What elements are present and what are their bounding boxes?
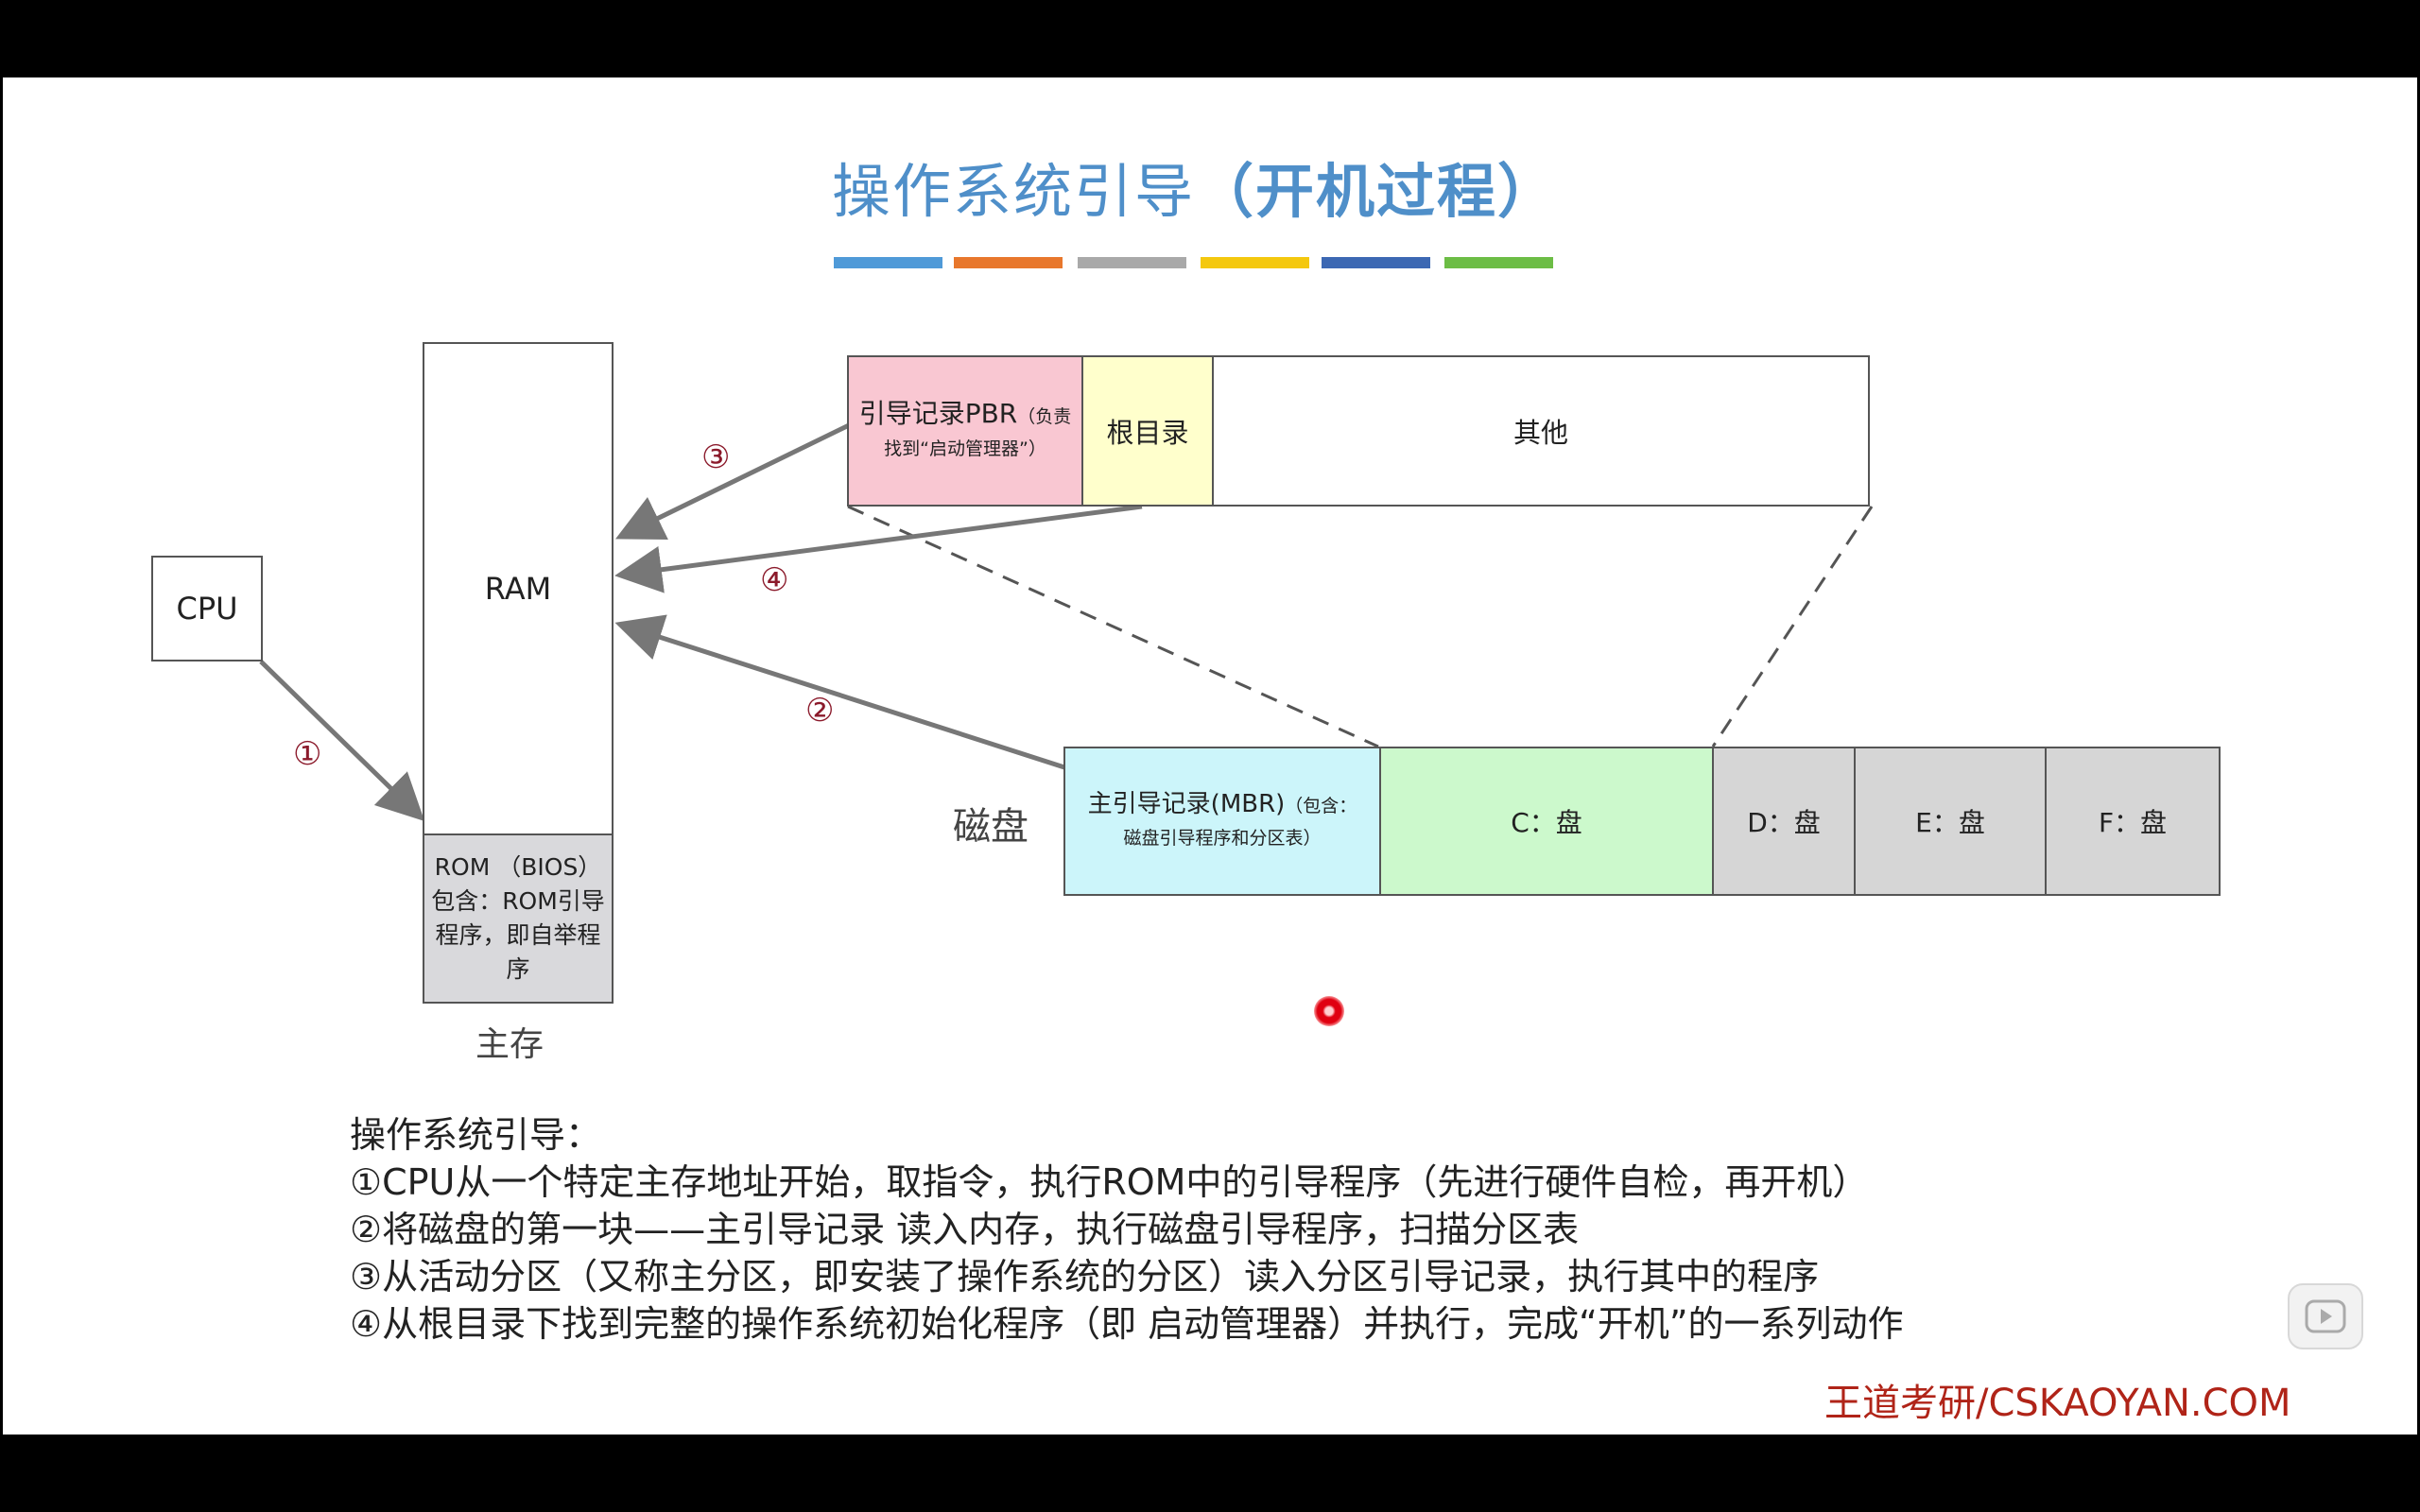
dashed-line-left (847, 505, 1379, 748)
arrow-1 (259, 660, 425, 821)
explanation-line-2: ②将磁盘的第一块——主引导记录 读入内存，执行磁盘引导程序，扫描分区表 (350, 1209, 1580, 1250)
arrow-3 (615, 422, 851, 540)
partition-c: C：盘 (1379, 747, 1714, 896)
partition-e: E：盘 (1854, 747, 2047, 896)
rom-line-2: 包含：ROM引导 (431, 887, 605, 915)
explanation-heading: 操作系统引导： (350, 1114, 602, 1156)
pbr-box: 引导记录PBR（负责 找到“启动管理器”） (847, 355, 1083, 507)
pbr-note-2: 找到“启动管理器”） (884, 438, 1046, 459)
color-bar-4 (1201, 257, 1309, 268)
title-normal: 操作系统引导 (832, 157, 1196, 226)
cpu-label: CPU (176, 591, 238, 627)
title-bold: （开机过程） (1195, 157, 1559, 226)
brand-watermark: 王道考研/CSKAOYAN.COM (1824, 1382, 2291, 1425)
explanation: 操作系统引导： ①CPU从一个特定主存地址开始，取指令，执行ROM中的引导程序（… (350, 1111, 1904, 1348)
mbr-box: 主引导记录(MBR)（包含： 磁盘引导程序和分区表） (1063, 747, 1381, 896)
play-icon (2305, 1299, 2346, 1333)
pointer-dot (1314, 996, 1344, 1026)
step-4: ④ (760, 561, 789, 599)
mbr-label: 主引导记录(MBR) (1087, 790, 1286, 818)
explanation-line-1: ①CPU从一个特定主存地址开始，取指令，执行ROM中的引导程序（先进行硬件自检，… (350, 1161, 1869, 1203)
ram-box: RAM (423, 342, 614, 835)
page-title: 操作系统引导（开机过程） (832, 144, 1588, 229)
step-1: ① (293, 735, 322, 773)
color-bar-5 (1322, 257, 1430, 268)
cpu-box: CPU (151, 556, 263, 662)
explanation-line-4: ④从根目录下找到完整的操作系统初始化程序（即 启动管理器）并执行，完成“开机”的… (350, 1303, 1904, 1345)
arrow-2 (614, 614, 1065, 770)
ram-label: RAM (484, 571, 552, 607)
partition-d-label: D：盘 (1747, 807, 1821, 838)
play-button[interactable] (2288, 1283, 2363, 1349)
other-box: 其他 (1212, 355, 1870, 507)
partition-e-label: E：盘 (1915, 807, 1985, 838)
other-label: 其他 (1512, 417, 1568, 449)
root-dir-box: 根目录 (1081, 355, 1214, 507)
partition-f: F：盘 (2045, 747, 2221, 896)
partition-c-label: C：盘 (1511, 807, 1582, 838)
rom-box: ROM （BIOS） 包含：ROM引导 程序，即自举程 序 (423, 833, 614, 1004)
color-bar-6 (1444, 257, 1553, 268)
rom-line-3: 程序，即自举程 (435, 921, 601, 949)
rom-line-1: ROM （BIOS） (434, 853, 602, 881)
root-dir-label: 根目录 (1106, 417, 1189, 449)
color-bar-3 (1078, 257, 1186, 268)
pbr-label: 引导记录PBR (858, 397, 1018, 429)
partition-f-label: F：盘 (2098, 807, 2168, 838)
color-bar-1 (834, 257, 942, 268)
step-3: ③ (701, 438, 731, 476)
rom-line-4: 序 (506, 955, 530, 983)
dashed-line-right (1711, 506, 1874, 747)
arrow-4 (614, 504, 1143, 593)
step-2: ② (805, 692, 835, 730)
pbr-note-1: （负责 (1017, 405, 1072, 427)
mbr-note-1: （包含： (1285, 796, 1357, 816)
disk-label: 磁盘 (953, 805, 1028, 849)
main-memory-label: 主存 (475, 1025, 544, 1064)
explanation-line-3: ③从活动分区（又称主分区，即安装了操作系统的分区）读入分区引导记录，执行其中的程… (350, 1256, 1820, 1297)
color-bar-2 (954, 257, 1063, 268)
mbr-note-2: 磁盘引导程序和分区表） (1123, 828, 1322, 849)
partition-d: D：盘 (1712, 747, 1856, 896)
